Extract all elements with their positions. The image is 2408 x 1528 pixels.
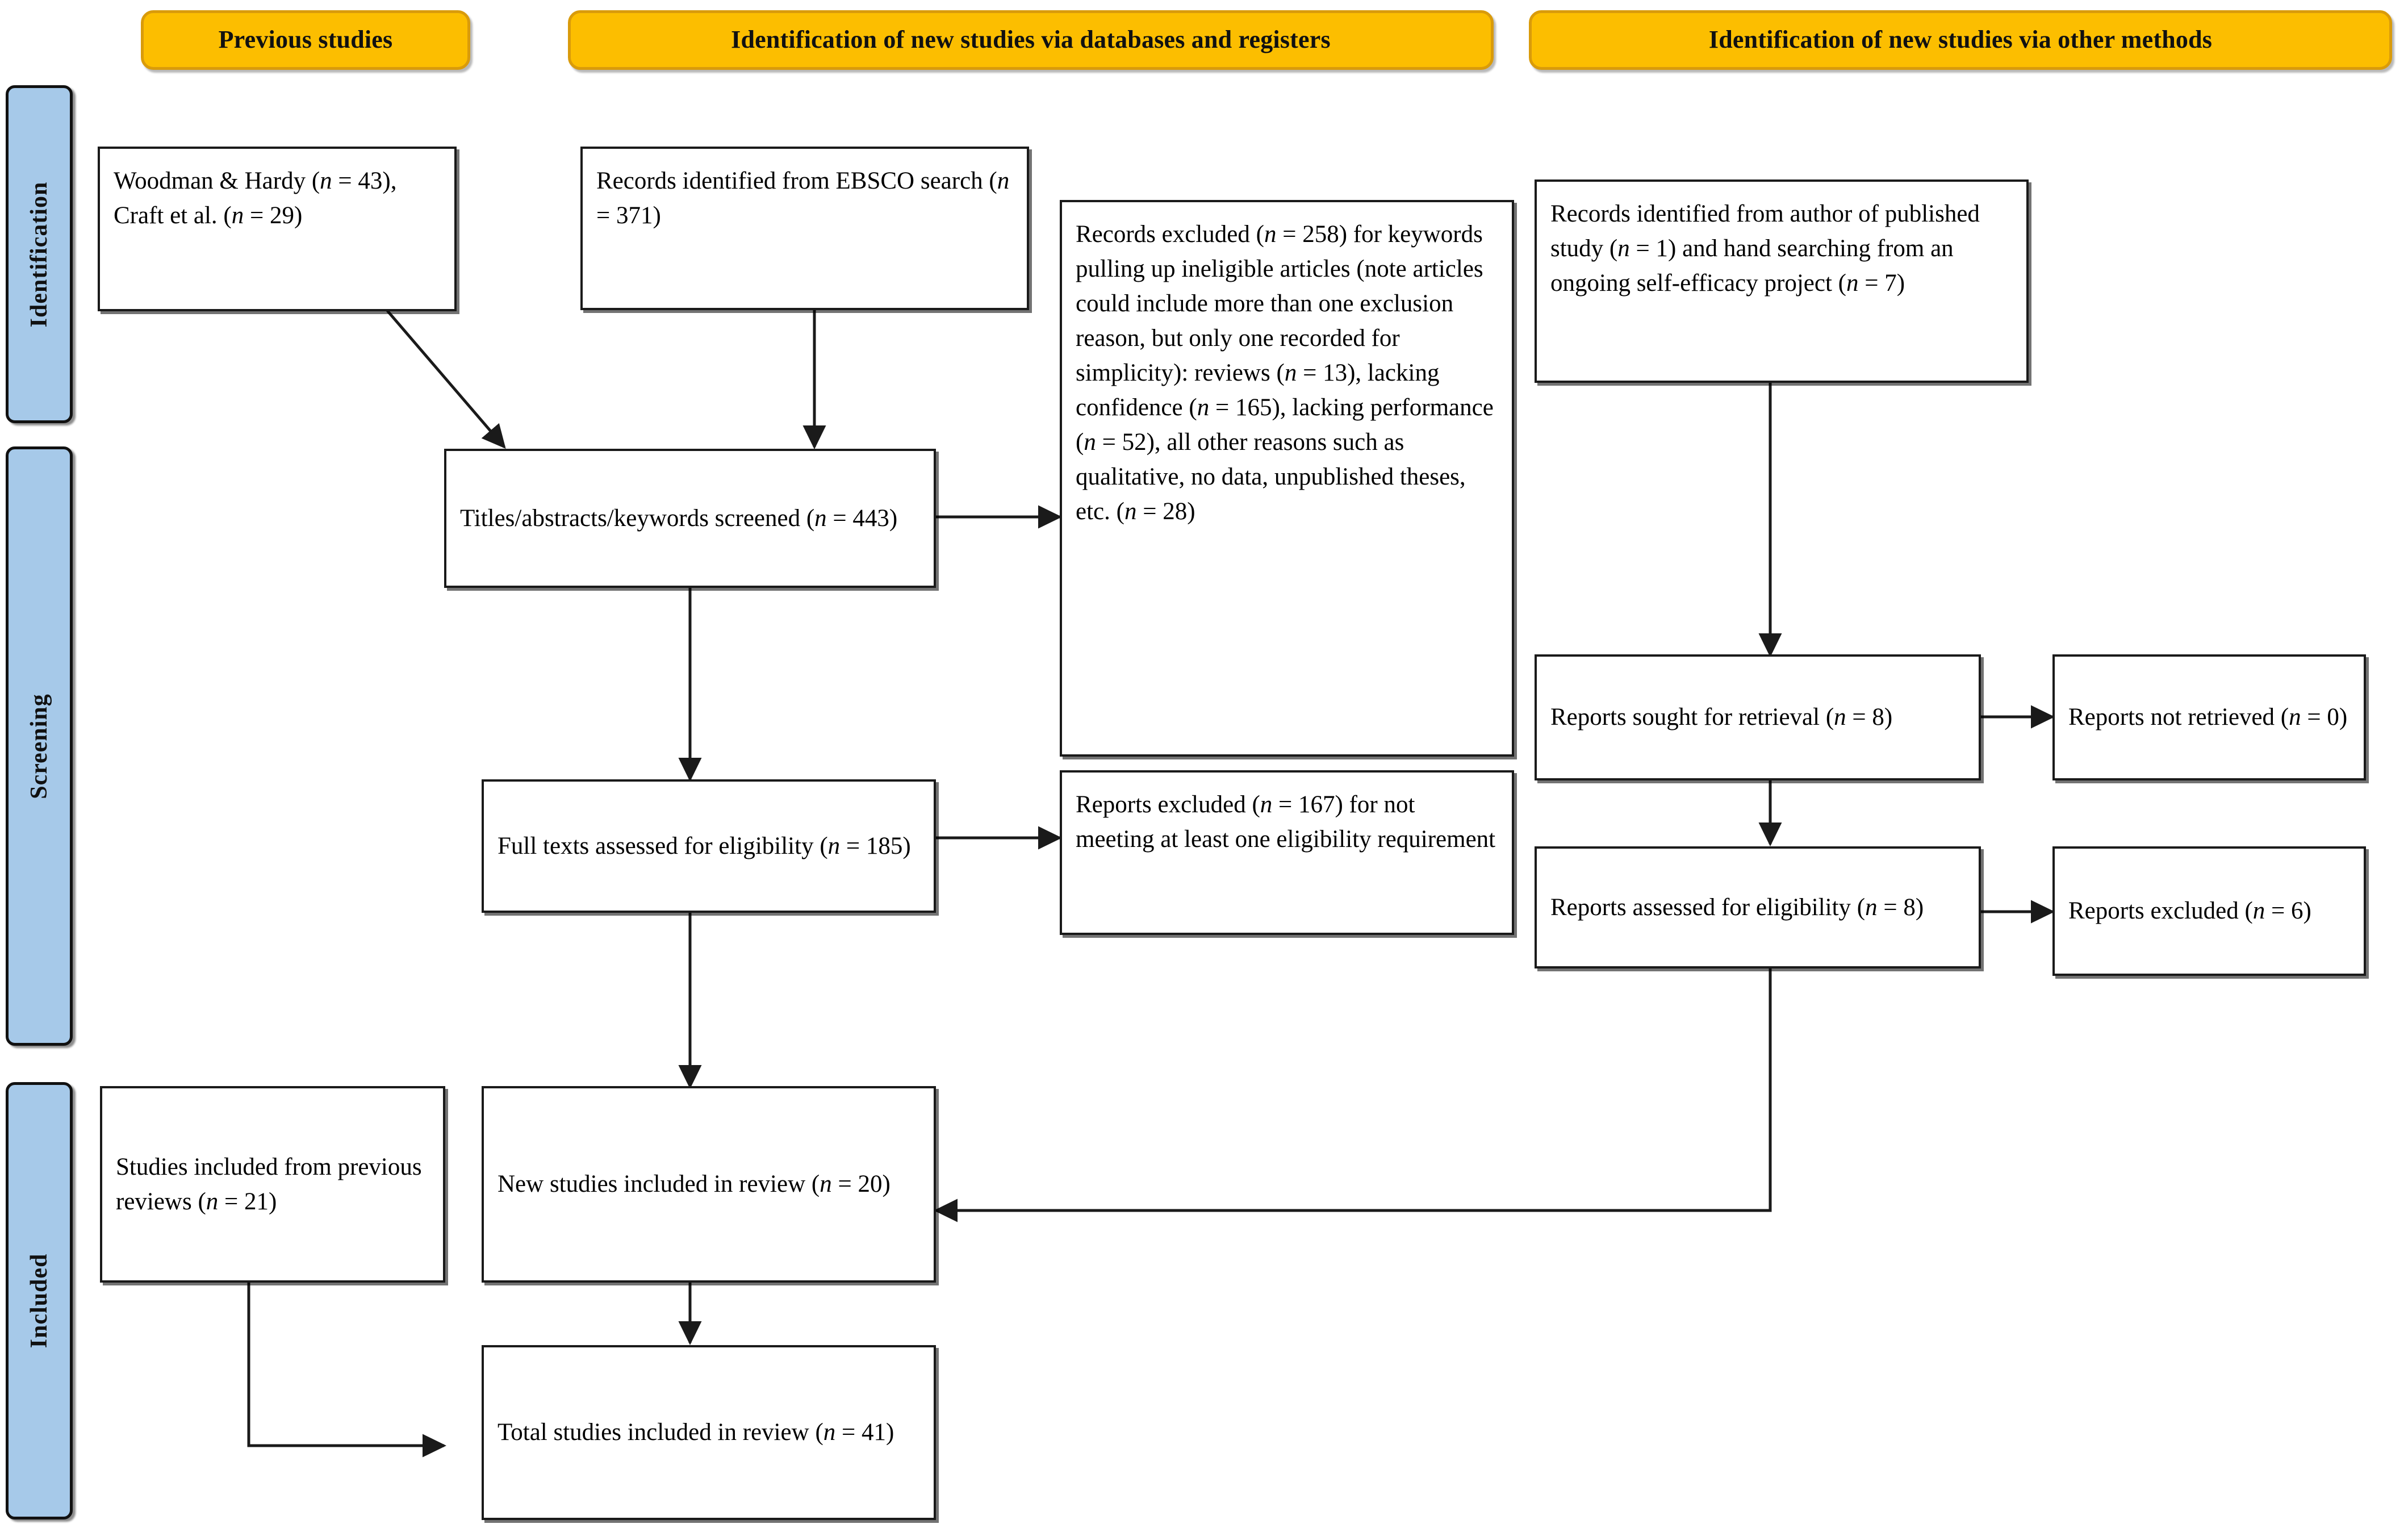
box-total-studies: Total studies included in review (n = 41… <box>482 1345 936 1520</box>
box-reports-assessed-text: Reports assessed for eligibility (n = 8) <box>1550 894 1924 921</box>
box-reports-assessed: Reports assessed for eligibility (n = 8) <box>1535 846 1981 968</box>
box-reports-excluded-other-text: Reports excluded (n = 6) <box>2068 897 2311 925</box>
header-previous-studies: Previous studies <box>141 10 470 70</box>
arrow-previous-to-screened <box>386 310 506 449</box>
stage-label-screening: Screening <box>26 693 52 799</box>
arrow-assessed-to-new-studies <box>933 968 1772 1222</box>
stage-rail-screening: Screening <box>6 446 73 1046</box>
box-new-studies: New studies included in review (n = 20) <box>482 1086 936 1283</box>
box-previous-records-text: Woodman & Hardy (n = 43), Craft et al. (… <box>114 168 397 229</box>
box-records-other-methods: Records identified from author of publis… <box>1535 179 2029 383</box>
box-studies-previous-reviews-text: Studies included from previous reviews (… <box>116 1153 422 1215</box>
box-reports-excluded-fulltext: Reports excluded (n = 167) for not meeti… <box>1060 770 1514 935</box>
stage-rail-identification: Identification <box>6 85 73 423</box>
box-total-studies-text: Total studies included in review (n = 41… <box>498 1419 894 1446</box>
box-studies-previous-reviews: Studies included from previous reviews (… <box>100 1086 445 1283</box>
header-other-methods-label: Identification of new studies via other … <box>1708 26 2213 54</box>
box-reports-sought-text: Reports sought for retrieval (n = 8) <box>1550 704 1893 731</box>
box-records-excluded-text: Records excluded (n = 258) for keywords … <box>1076 221 1494 525</box>
stage-label-identification: Identification <box>26 181 52 327</box>
box-full-texts-text: Full texts assessed for eligibility (n =… <box>498 832 911 859</box>
box-new-studies-text: New studies included in review (n = 20) <box>498 1171 891 1198</box>
header-previous-studies-label: Previous studies <box>218 26 393 54</box>
box-titles-screened-text: Titles/abstracts/keywords screened (n = … <box>460 504 898 532</box>
box-reports-excluded-other: Reports excluded (n = 6) <box>2052 846 2366 976</box>
box-records-identified: Records identified from EBSCO search (n … <box>580 147 1029 310</box>
box-records-identified-text: Records identified from EBSCO search (n … <box>596 168 1010 229</box>
header-databases-registers: Identification of new studies via databa… <box>568 10 1494 70</box>
box-reports-not-retrieved-text: Reports not retrieved (n = 0) <box>2068 704 2348 731</box>
box-records-excluded: Records excluded (n = 258) for keywords … <box>1060 200 1514 757</box>
box-full-texts: Full texts assessed for eligibility (n =… <box>482 779 936 913</box>
box-reports-sought: Reports sought for retrieval (n = 8) <box>1535 654 1981 780</box>
header-databases-registers-label: Identification of new studies via databa… <box>731 26 1331 54</box>
box-titles-screened: Titles/abstracts/keywords screened (n = … <box>444 449 936 588</box>
box-reports-excluded-fulltext-text: Reports excluded (n = 167) for not meeti… <box>1076 791 1496 853</box>
box-reports-not-retrieved: Reports not retrieved (n = 0) <box>2052 654 2366 780</box>
box-previous-records: Woodman & Hardy (n = 43), Craft et al. (… <box>98 147 457 311</box>
box-records-other-methods-text: Records identified from author of publis… <box>1550 201 1980 297</box>
header-other-methods: Identification of new studies via other … <box>1529 10 2392 70</box>
arrow-prev-reviews-to-total <box>247 1283 447 1458</box>
stage-label-included: Included <box>26 1253 52 1349</box>
stage-rail-included: Included <box>6 1082 73 1519</box>
